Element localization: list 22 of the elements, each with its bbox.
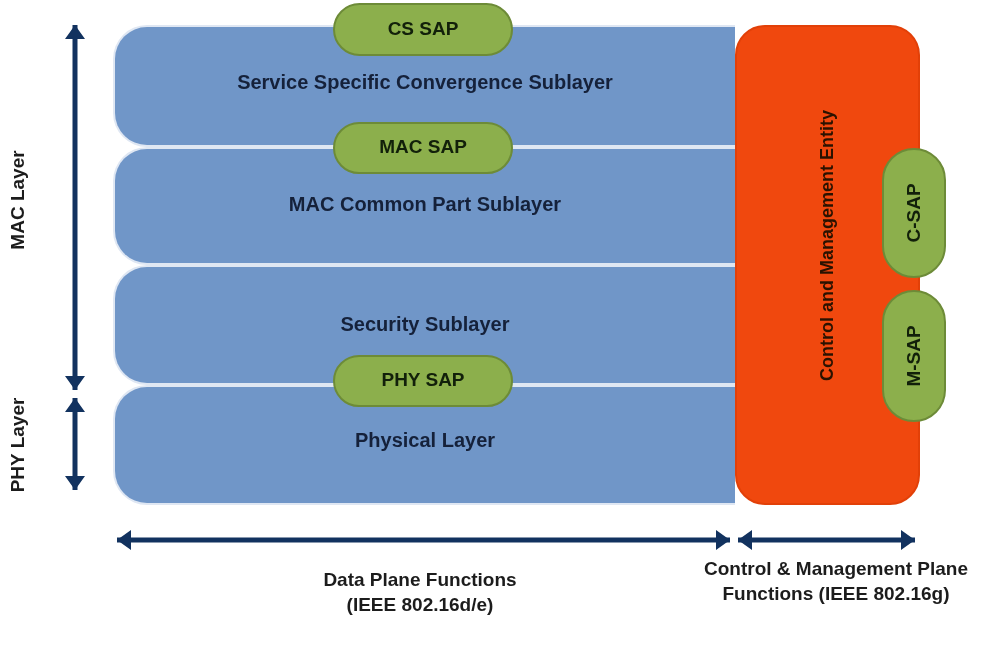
- axis-label: PHY Layer: [7, 397, 29, 493]
- node-label: Service Specific Convergence Sublayer: [237, 71, 613, 94]
- node-label: M-SAP: [903, 325, 925, 387]
- access-point-pill: [882, 148, 946, 278]
- access-point-pill: [333, 3, 513, 56]
- node-label: PHY SAP: [381, 369, 465, 391]
- access-point-pill: [882, 290, 946, 422]
- node-label: C-SAP: [903, 183, 925, 243]
- node-label: MAC Common Part Sublayer: [288, 193, 562, 216]
- node-label: Security Sublayer: [340, 313, 510, 336]
- node-label: Control and Management Entity: [817, 109, 838, 381]
- caption-text: Control & Management Plane Functions (IEEE 802.16g): [703, 557, 969, 606]
- layer-box: [113, 265, 735, 385]
- caption-text: Data Plane Functions (IEEE 802.16d/e): [322, 568, 518, 617]
- node-label: MAC SAP: [379, 136, 467, 158]
- node-label: CS SAP: [387, 18, 459, 40]
- node-label: Physical Layer: [354, 429, 496, 452]
- axis-label: MAC Layer: [7, 150, 29, 250]
- entity-box: [735, 25, 920, 505]
- access-point-pill: [333, 122, 513, 174]
- access-point-pill: [333, 355, 513, 407]
- layer-box: [113, 385, 735, 505]
